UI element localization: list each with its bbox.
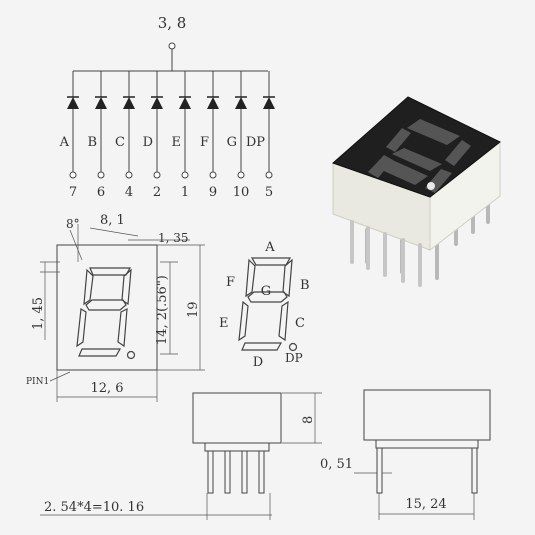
pin-number-label: 1 xyxy=(181,185,189,200)
segment-letter-label: A xyxy=(59,135,70,150)
common-terminal xyxy=(168,42,176,50)
pin-number-label: 10 xyxy=(233,185,250,200)
diode-f: F9 xyxy=(200,71,219,200)
height-label: 19 xyxy=(186,301,201,318)
pin-number-label: 7 xyxy=(69,185,77,200)
left-dim-label: 1, 45 xyxy=(31,297,46,330)
segment-letter-label: E xyxy=(172,135,182,150)
pin-width-label: 0, 51 xyxy=(320,457,353,472)
diode-c: C4 xyxy=(115,71,135,200)
seg-b-label: B xyxy=(300,278,310,293)
diode-a: A7 xyxy=(59,71,79,200)
diode-g: G 10 xyxy=(227,71,250,200)
digit-height-label: 14, 2(.56") xyxy=(155,275,170,345)
segment-letter-label: B xyxy=(87,135,97,150)
diode-b: B6 xyxy=(87,71,107,200)
offset-label: 1, 35 xyxy=(158,231,189,245)
body-height-label: 8 xyxy=(301,416,316,424)
segment-letter-label: DP xyxy=(246,135,265,150)
front-outline xyxy=(56,244,158,371)
diode-e: E1 xyxy=(172,71,191,200)
diode-d: D2 xyxy=(143,71,163,200)
led-module-illustration xyxy=(332,96,501,287)
front-view-drawing: 8° 8, 1 1, 35 1, 45 14, 2(.56") xyxy=(26,213,205,402)
seg-dp-label: DP xyxy=(285,351,303,365)
seg-c-label: C xyxy=(295,316,305,331)
pin1-label: PIN1 xyxy=(26,377,49,387)
segment-letter-label: F xyxy=(200,135,209,150)
segment-letter-label: D xyxy=(143,135,153,150)
seg-e-label: E xyxy=(219,316,229,331)
width-label: 12, 6 xyxy=(90,381,123,396)
dp-dot xyxy=(427,182,435,190)
side-view-profile: 0, 51 15, 24 xyxy=(320,389,491,520)
pin-number-label: 6 xyxy=(97,185,105,200)
tilt-label: 8° xyxy=(66,217,80,231)
pin-number-label: 2 xyxy=(153,185,161,200)
pin-number-label: 4 xyxy=(125,185,133,200)
pin-number-label: 9 xyxy=(209,185,217,200)
seg-d-label: D xyxy=(253,355,263,370)
seg-g-label: G xyxy=(261,284,271,299)
pin-number-label: 5 xyxy=(265,185,273,200)
common-pin-label: 3, 8 xyxy=(158,14,187,32)
pin-pitch-label: 2. 54*4=10. 16 xyxy=(44,500,144,515)
row-spacing-label: 15, 24 xyxy=(405,497,446,512)
top-width-label: 8, 1 xyxy=(100,213,125,228)
segment-letter-label: C xyxy=(115,135,125,150)
seg-f-label: F xyxy=(226,275,235,290)
diode-dp: DP 5 xyxy=(246,71,275,200)
segment-map: A B C D E F G DP xyxy=(219,240,310,370)
seg-a-label: A xyxy=(264,240,275,255)
side-view-pins: 2. 54*4=10. 16 8 xyxy=(40,392,322,520)
segment-letter-label: G xyxy=(227,135,237,150)
